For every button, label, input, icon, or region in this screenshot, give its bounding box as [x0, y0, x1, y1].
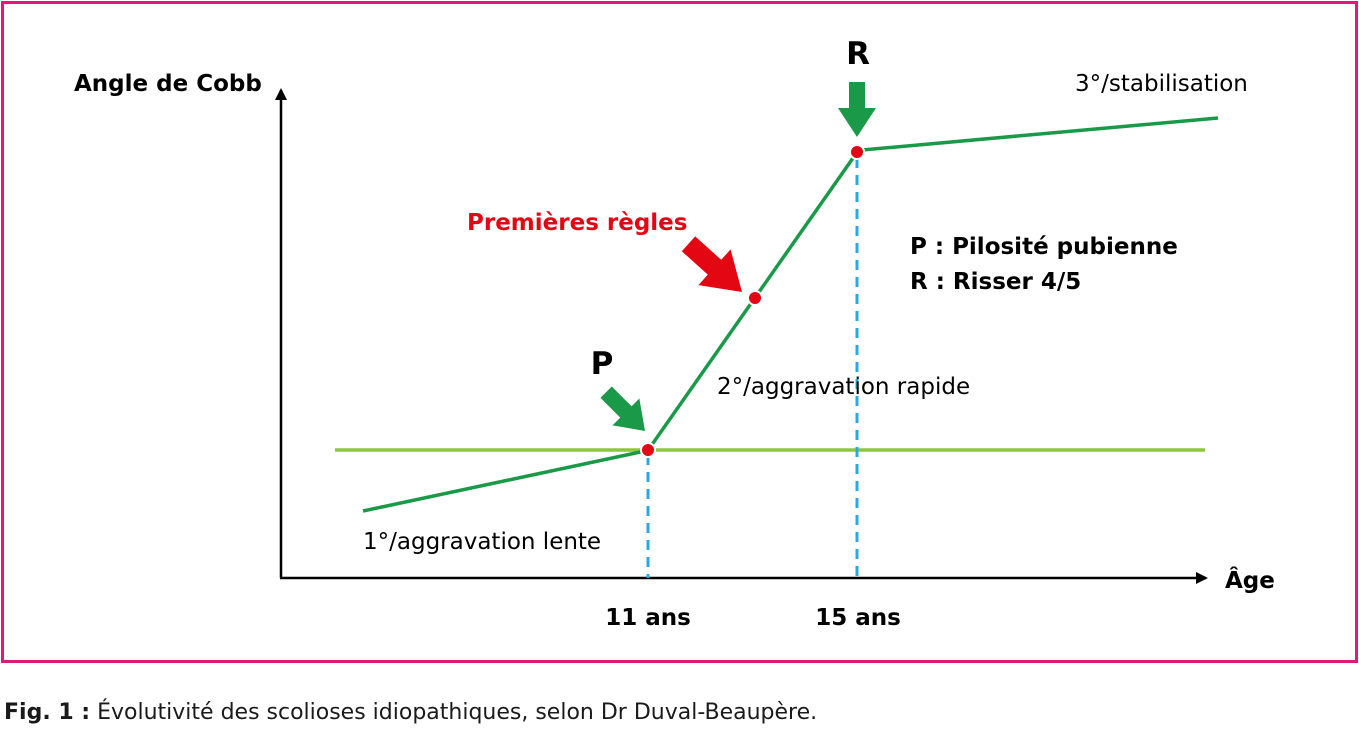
marker-p-label: P	[591, 346, 614, 382]
point-menarche	[747, 290, 763, 306]
y-axis-label: Angle de Cobb	[74, 71, 262, 97]
x-axis-label: Âge	[1225, 566, 1275, 594]
arrow-down-icon	[838, 82, 876, 137]
x-tick-11-ans: 11 ans	[605, 605, 691, 631]
phase3-label: 3°/stabilisation	[1075, 71, 1248, 97]
point-p	[640, 442, 656, 458]
caption-text: Évolutivité des scolioses idiopathiques,…	[90, 700, 818, 725]
curve-phase3	[861, 116, 1219, 152]
phase1-label: 1°/aggravation lente	[363, 529, 601, 555]
x-tick-15-ans: 15 ans	[815, 605, 901, 631]
phase2-label: 2°/aggravation rapide	[717, 374, 970, 400]
legend-p: P : Pilosité pubienne	[910, 234, 1178, 260]
curve-phase1	[362, 449, 646, 513]
point-r	[849, 144, 865, 160]
caption-label: Fig. 1 :	[4, 700, 91, 725]
menarche-label: Premières règles	[467, 210, 687, 236]
figure-caption: Fig. 1 : Évolutivité des scolioses idiop…	[4, 700, 817, 725]
figure-frame	[1, 1, 1358, 663]
arrow-down-right-icon	[600, 386, 645, 431]
scoliosis-evolution-diagram: Angle de Cobb Âge 11 ans 15 ans P R Prem…	[74, 36, 1275, 631]
menarche-arrow-icon	[681, 236, 742, 292]
legend-r: R : Risser 4/5	[910, 269, 1081, 295]
marker-r-label: R	[846, 36, 870, 72]
